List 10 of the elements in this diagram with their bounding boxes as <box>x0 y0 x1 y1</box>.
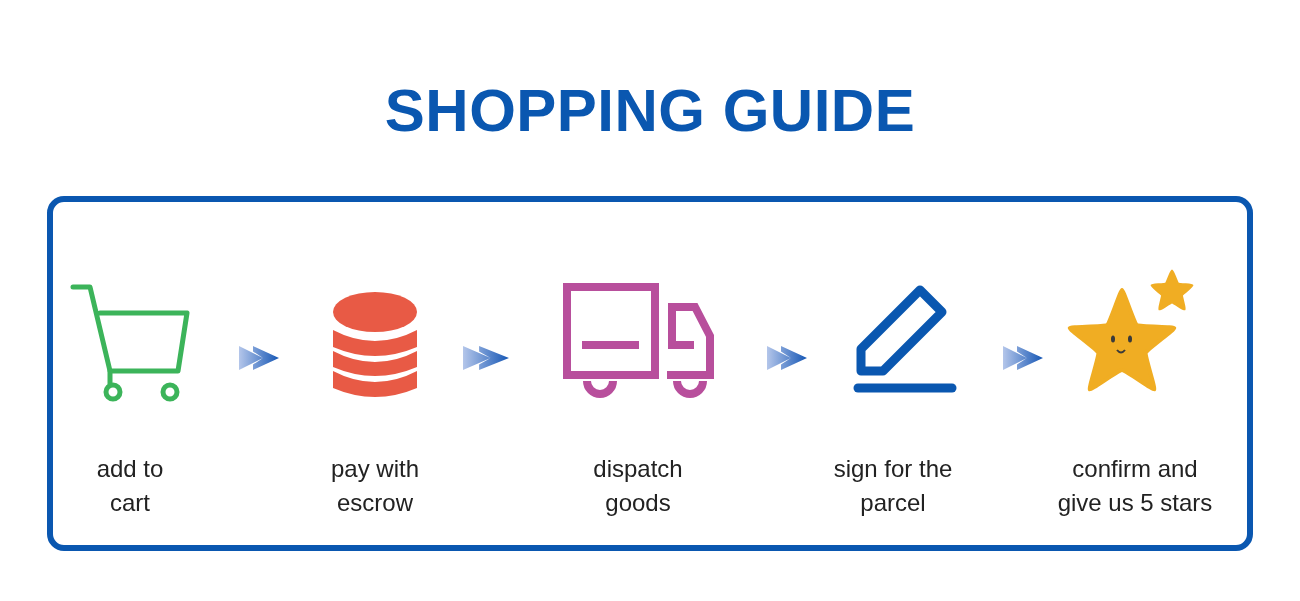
step-label: confirm and give us 5 stars <box>1056 454 1214 518</box>
double-chevron-arrow <box>767 346 807 370</box>
title: SHOPPING GUIDE <box>383 76 917 145</box>
step-label: pay with escrow <box>329 454 420 518</box>
double-chevron-arrow <box>1003 346 1043 370</box>
step-label: dispatch goods <box>592 454 684 518</box>
double-chevron-arrow <box>463 346 509 370</box>
step-label: sign for the parcel <box>832 454 954 518</box>
double-chevron-arrow <box>239 346 279 370</box>
step-label: add to cart <box>95 454 165 518</box>
